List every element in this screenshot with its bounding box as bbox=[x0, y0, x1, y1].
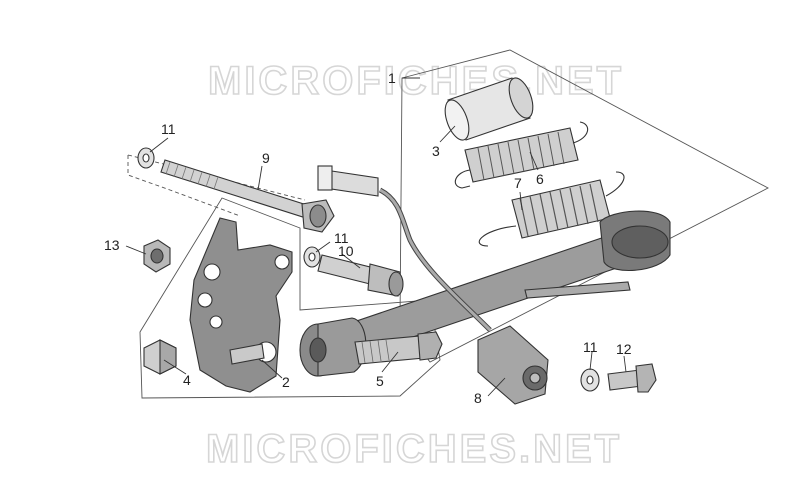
callout-11-right: 11 bbox=[583, 339, 598, 355]
callout-9: 9 bbox=[262, 150, 270, 166]
callout-2: 2 bbox=[282, 374, 290, 390]
watermark-top: MICROFICHES.NET bbox=[208, 59, 624, 103]
leader-lines bbox=[125, 77, 627, 397]
callout-11-top: 11 bbox=[161, 121, 176, 137]
large-spring-part bbox=[478, 171, 625, 247]
bracket-group-outline bbox=[139, 197, 441, 399]
callout-6: 6 bbox=[536, 171, 544, 187]
long-bolt-part bbox=[160, 159, 335, 233]
small-spring-part bbox=[454, 121, 589, 189]
mounting-bracket-part bbox=[189, 217, 293, 393]
washer-11b bbox=[303, 246, 321, 268]
callout-10: 10 bbox=[338, 243, 354, 259]
callout-8: 8 bbox=[474, 390, 482, 406]
nut-4-part bbox=[143, 339, 177, 375]
washer-11a bbox=[137, 147, 155, 169]
callout-3: 3 bbox=[432, 143, 440, 159]
washer-11c bbox=[580, 368, 600, 392]
bolt-dash-outline bbox=[127, 155, 241, 217]
nut-13-part bbox=[143, 239, 171, 273]
watermark-bottom: MICROFICHES.NET bbox=[206, 427, 622, 471]
callout-13: 13 bbox=[104, 237, 120, 253]
tube-part bbox=[444, 77, 534, 141]
callout-12: 12 bbox=[616, 341, 632, 357]
bolt-12-part bbox=[607, 363, 657, 393]
callout-7: 7 bbox=[514, 175, 522, 191]
pivot-cylinder bbox=[299, 317, 367, 377]
callout-11-middle: 11 bbox=[334, 230, 349, 246]
pivot-bolt-part bbox=[354, 331, 443, 365]
callout-4: 4 bbox=[183, 372, 191, 388]
sensor-switch-part bbox=[317, 165, 549, 405]
callout-labels: 1 2 3 4 5 6 7 8 9 10 11 11 11 12 13 bbox=[104, 70, 632, 406]
bolt-10-part bbox=[317, 254, 404, 297]
callout-5: 5 bbox=[376, 373, 384, 389]
callout-1: 1 bbox=[388, 70, 396, 86]
